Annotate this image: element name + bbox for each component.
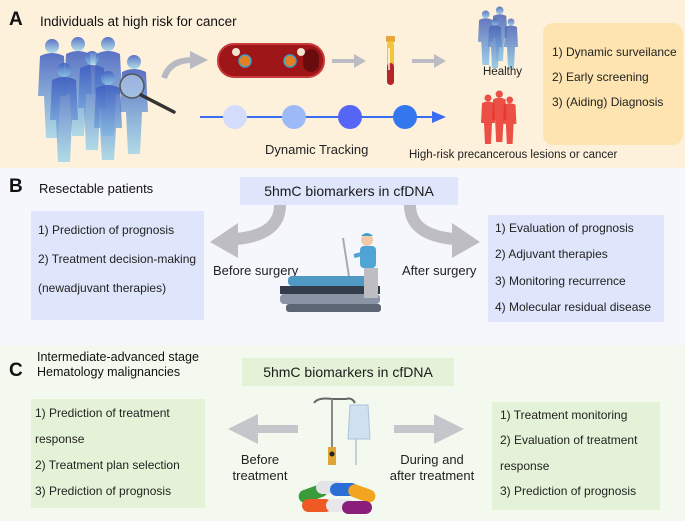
before-item: response: [35, 432, 85, 446]
after-item: 2) Adjuvant therapies: [495, 247, 608, 261]
panel-a: A Individuals at high risk for cancer: [0, 0, 685, 168]
panel-c: C Intermediate-advanced stage Hematology…: [0, 345, 685, 521]
high-risk-label: High-risk precancerous lesions or cancer: [409, 149, 618, 161]
before-surgery-label: Before surgery: [213, 263, 299, 278]
panel-letter: B: [9, 176, 23, 197]
arrow-right-icon: [332, 54, 366, 68]
healthy-label: Healthy: [483, 66, 522, 78]
blood-vessel-icon: [217, 43, 325, 78]
timeline-dot: [223, 105, 247, 129]
surgery-illustration: [280, 233, 381, 312]
outcomes-box: 1) Dynamic surveilance 2) Early screenin…: [543, 23, 683, 145]
panel-title: Individuals at high risk for cancer: [40, 14, 237, 29]
before-treatment-box: 1) Prediction of treatment response 2) T…: [31, 399, 205, 508]
after-item: 4) Molecular residual disease: [495, 300, 652, 314]
panel-b: B Resectable patients 5hmC biomarkers in…: [0, 168, 685, 345]
after-item: 2) Evaluation of treatment: [500, 433, 638, 447]
timeline-arrowhead: [432, 111, 446, 123]
before-item: 1) Prediction of prognosis: [38, 223, 175, 237]
before-item: 3) Prediction of prognosis: [35, 484, 172, 498]
before-item: 2) Treatment plan selection: [35, 458, 180, 472]
before-item: 2) Treatment decision-making: [38, 252, 197, 266]
panel-title: Intermediate-advanced stage Hematology m…: [37, 350, 199, 380]
biomarker-title-box: 5hmC biomarkers in cfDNA: [242, 358, 454, 386]
before-item: (newadjuvant therapies): [38, 281, 167, 295]
outcome-item: 3) (Aiding) Diagnosis: [552, 95, 664, 109]
outcome-item: 2) Early screening: [552, 70, 649, 84]
timeline-dot: [282, 105, 306, 129]
before-surgery-box: 1) Prediction of prognosis 2) Treatment …: [31, 211, 204, 320]
magnifier-icon: [119, 73, 176, 114]
panel-title-line: Hematology malignancies: [37, 365, 181, 379]
panel-letter: C: [9, 360, 23, 381]
timeline-dot: [393, 105, 417, 129]
biomarker-title: 5hmC biomarkers in cfDNA: [264, 183, 434, 199]
timeline-dot: [338, 105, 362, 129]
before-treatment-label: Before treatment: [225, 452, 295, 484]
before-item: 1) Prediction of treatment: [35, 406, 170, 420]
after-treatment-label: During and after treatment: [384, 452, 480, 484]
after-surgery-label: After surgery: [402, 263, 477, 278]
after-surgery-box: 1) Evaluation of prognosis 2) Adjuvant t…: [488, 215, 664, 322]
panel-title: Resectable patients: [39, 181, 154, 196]
after-item: response: [500, 459, 550, 473]
arrow-left-icon: [228, 414, 298, 444]
label-line: treatment: [232, 468, 288, 483]
dynamic-tracking-timeline: [200, 105, 446, 129]
dynamic-tracking-label: Dynamic Tracking: [265, 142, 369, 157]
label-line: Before: [240, 452, 280, 467]
biomarker-title: 5hmC biomarkers in cfDNA: [263, 364, 433, 380]
outcome-item: 1) Dynamic surveilance: [552, 45, 677, 59]
pills-icon: [298, 481, 376, 514]
biomarker-title-box: 5hmC biomarkers in cfDNA: [240, 177, 458, 205]
curved-arrow-left-icon: [210, 204, 286, 258]
label-line: after treatment: [389, 468, 475, 483]
healthy-figures-icon: [478, 6, 518, 68]
after-item: 3) Prediction of prognosis: [500, 484, 637, 498]
iv-drip-icon: [313, 397, 371, 465]
after-item: 3) Monitoring recurrence: [495, 274, 626, 288]
after-item: 1) Evaluation of prognosis: [495, 221, 634, 235]
blood-tube-icon: [386, 36, 395, 85]
crowd-icon: [38, 37, 148, 162]
panel-title-line: Intermediate-advanced stage: [37, 350, 199, 364]
during-after-treatment-box: 1) Treatment monitoring 2) Evaluation of…: [492, 402, 660, 510]
arrow-right-icon: [394, 414, 464, 444]
panel-letter: A: [9, 9, 23, 30]
arrow-right-icon: [412, 54, 446, 68]
curved-arrow-icon: [161, 51, 208, 80]
high-risk-figures-icon: [481, 90, 517, 144]
curved-arrow-right-icon: [404, 204, 480, 258]
after-item: 1) Treatment monitoring: [500, 408, 628, 422]
label-line: During and: [400, 452, 464, 467]
